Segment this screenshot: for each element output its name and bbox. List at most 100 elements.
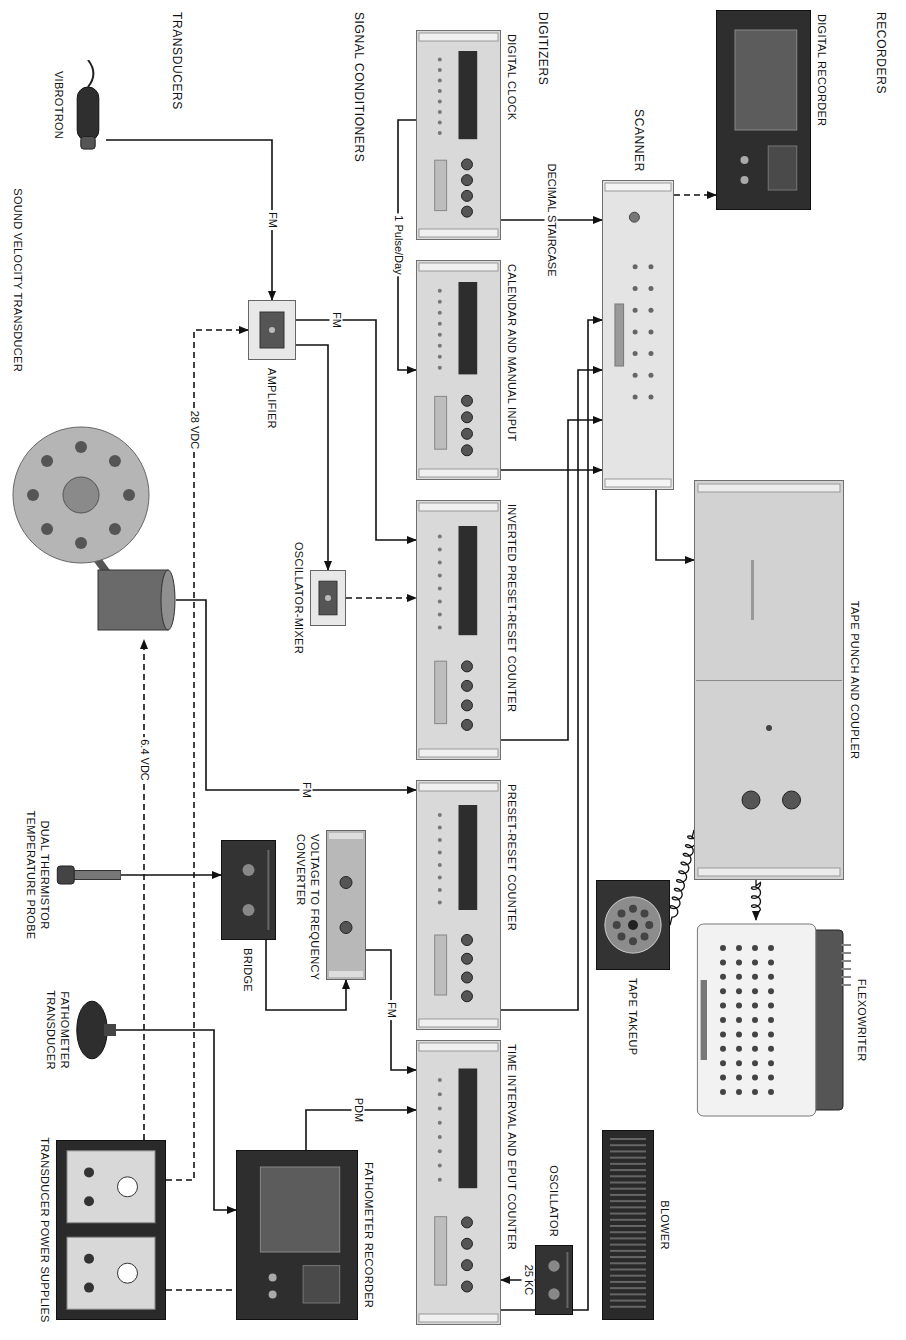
device-part [419,1314,498,1322]
device-part [267,850,269,930]
device-part [605,183,671,191]
equipment-unit: SCANNER [602,180,674,490]
device-part [417,1041,501,1325]
device-drawing [70,60,106,150]
device-part [462,395,473,406]
device-part [752,1017,758,1023]
equipment-unit: PRESET-RESET COUNTER [416,780,501,1030]
equipment-unit: SOUND VELOCITY TRANSDUCER [11,380,176,640]
device-part [27,489,39,501]
device-part [566,1252,568,1308]
device-part [459,51,478,139]
device-part [768,988,774,994]
device-part [768,1075,774,1081]
signal-line [106,140,272,300]
device-part [109,455,121,467]
device-part [161,570,175,630]
device-part [610,1275,646,1277]
device-drawing [416,260,501,480]
equipment-label: CALENDAR AND MANUAL INPUT [505,264,519,442]
equipment-label: OSCILLATOR-MIXER [292,542,306,654]
device-part [736,1075,742,1081]
device-part [438,534,442,538]
device-part [438,573,442,577]
device-part [438,120,442,124]
equipment-unit: BRIDGE [221,840,276,940]
device-part [648,329,653,334]
equipment-unit: DUAL THERMISTOR TEMPERATURE PROBE [56,860,121,890]
device-part [768,974,774,980]
equipment-unit: TIME INTERVAL AND EPUT COUNTER [416,1040,501,1325]
device-part [67,1237,155,1309]
device-part [633,264,638,269]
device-part [81,137,95,150]
device-drawing [602,1130,654,1320]
signal-label: FM [266,210,279,230]
device-part [698,868,840,876]
device-drawing [694,480,844,880]
device-part [327,831,366,980]
device-part [768,1089,774,1095]
device-part [610,1287,646,1289]
device-part [243,904,255,916]
power-line [346,597,416,599]
equipment-label: TAPE TAKEUP [626,978,640,1055]
device-part [462,412,473,423]
equipment-unit: OSCILLATOR [535,1245,573,1315]
device-part [417,501,501,760]
device-part [438,57,442,61]
device-part [752,945,758,951]
device-part [438,311,442,315]
device-part [605,479,671,487]
device-part [752,959,758,965]
device-part [435,1217,447,1285]
device-part [610,1219,646,1221]
device-part [123,489,135,501]
signal-label: 28 VDC [188,409,201,452]
device-part [720,1089,726,1095]
device-part [417,781,501,1030]
device-part [610,1144,646,1146]
device-part [768,945,774,951]
device-part [720,1060,726,1066]
equipment-unit: CALENDAR AND MANUAL INPUT [416,260,501,480]
power-line [166,330,248,1180]
device-part [783,791,801,809]
equipment-unit: VOLTAGE TO FREQUENCY CONVERTER [326,830,366,980]
device-drawing [310,570,346,626]
equipment-label: FLEXOWRITER [855,979,869,1062]
device-part [698,484,840,492]
device-part [419,469,498,477]
device-part [249,301,296,360]
device-part [633,308,638,313]
device-part [720,1046,726,1052]
device-part [419,783,498,791]
device-part [752,1060,758,1066]
device-part [340,922,352,934]
device-part [419,1043,498,1051]
device-part [462,1281,473,1292]
device-part [438,838,442,842]
device-part [768,1017,774,1023]
device-part [752,1031,758,1037]
device-part [610,1175,646,1177]
device-part [438,89,442,93]
device-part [768,1031,774,1037]
device-part [736,1017,742,1023]
device-drawing [691,920,851,1120]
device-part [438,813,442,817]
device-part [84,1196,94,1206]
device-part [67,1151,155,1223]
equipment-unit: VIBROTRON [70,60,106,150]
equipment-label: DIGITAL CLOCK [505,34,519,120]
device-part [462,206,473,217]
device-part [610,1206,646,1208]
device-part [438,78,442,82]
signal-line [670,830,695,925]
equipment-label: DUAL THERMISTOR TEMPERATURE PROBE [24,800,52,950]
device-part [329,833,363,839]
equipment-label: TAPE PUNCH AND COUPLER [848,601,862,760]
device-drawing [535,1245,573,1315]
device-part [629,937,637,945]
device-part [438,826,442,830]
